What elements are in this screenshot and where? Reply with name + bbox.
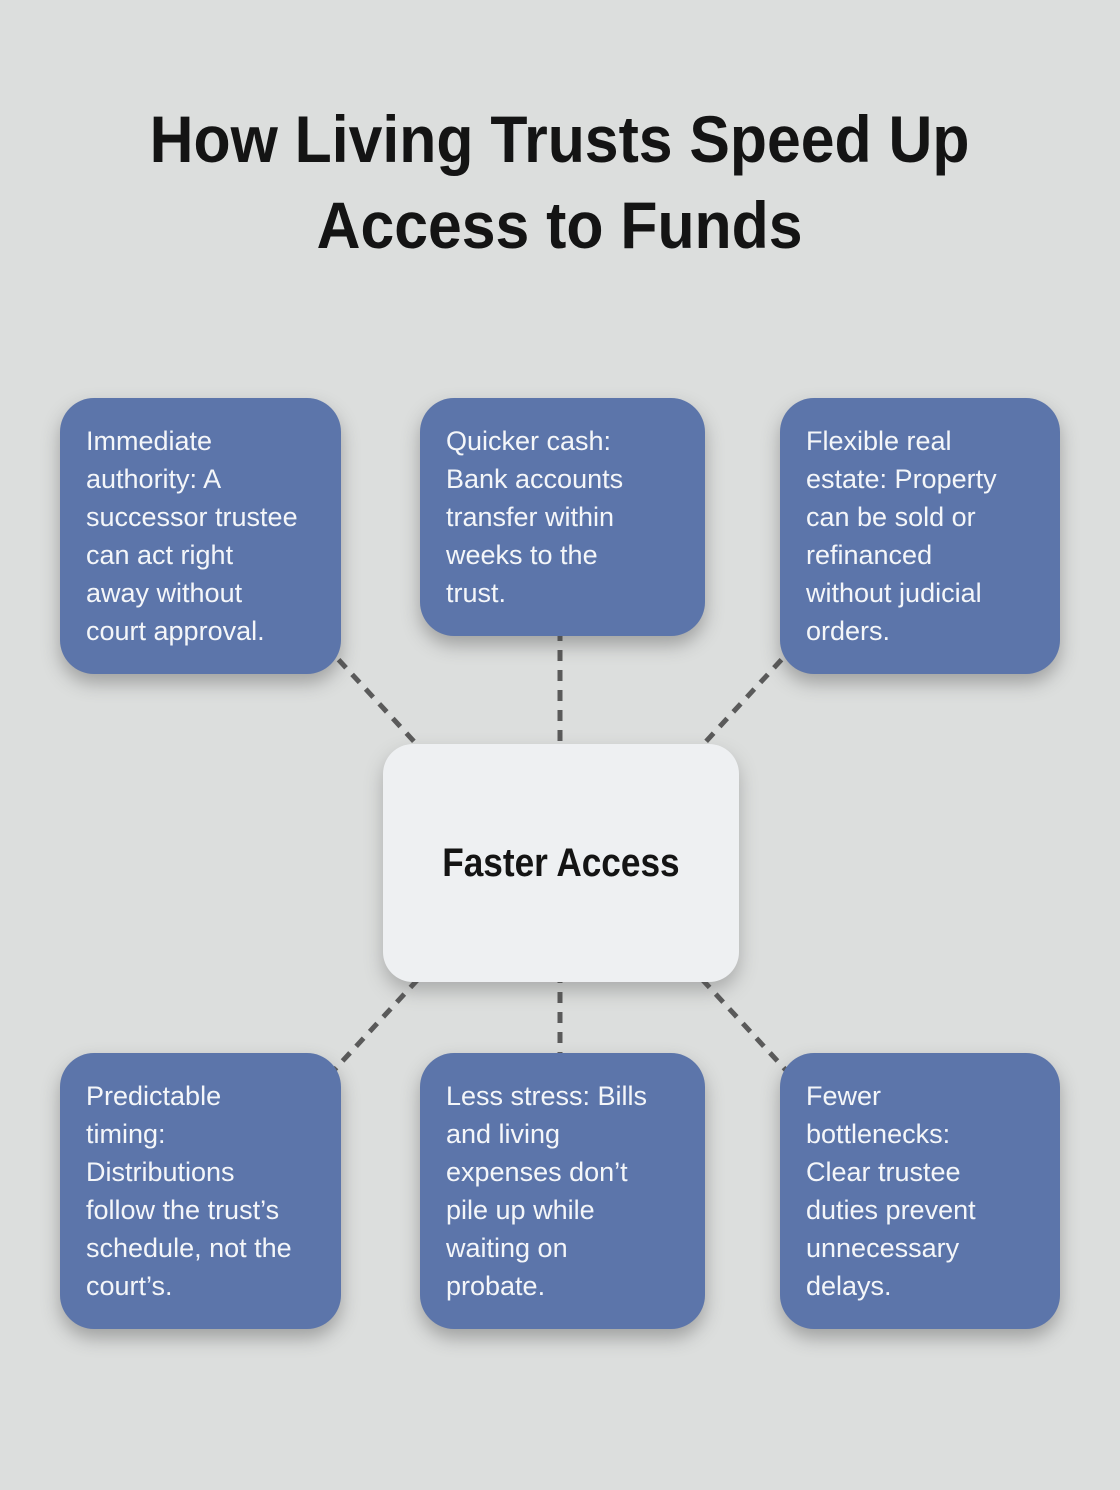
card-predictable-timing: Predictable timing: Distributions follow…: [60, 1053, 341, 1329]
card-quicker-cash: Quicker cash: Bank accounts transfer wit…: [420, 398, 705, 636]
center-node-label: Faster Access: [442, 840, 680, 885]
card-quicker-cash-text: Quicker cash: Bank accounts transfer wit…: [446, 426, 624, 608]
card-flexible-real-estate: Flexible real estate: Property can be so…: [780, 398, 1060, 674]
card-less-stress-text: Less stress: Bills and living expenses d…: [446, 1081, 648, 1301]
page-title-text: How Living Trusts Speed Up Access to Fun…: [150, 102, 970, 262]
page-title: How Living Trusts Speed Up Access to Fun…: [0, 96, 1120, 268]
card-immediate-authority-text: Immediate authority: A successor trustee…: [86, 426, 298, 646]
card-less-stress: Less stress: Bills and living expenses d…: [420, 1053, 705, 1329]
card-fewer-bottlenecks: Fewer bottlenecks: Clear trustee duties …: [780, 1053, 1060, 1329]
card-predictable-timing-text: Predictable timing: Distributions follow…: [86, 1081, 292, 1301]
card-immediate-authority: Immediate authority: A successor trustee…: [60, 398, 341, 674]
card-flexible-real-estate-text: Flexible real estate: Property can be so…: [806, 426, 997, 646]
center-node: Faster Access: [383, 744, 739, 982]
card-fewer-bottlenecks-text: Fewer bottlenecks: Clear trustee duties …: [806, 1081, 976, 1301]
